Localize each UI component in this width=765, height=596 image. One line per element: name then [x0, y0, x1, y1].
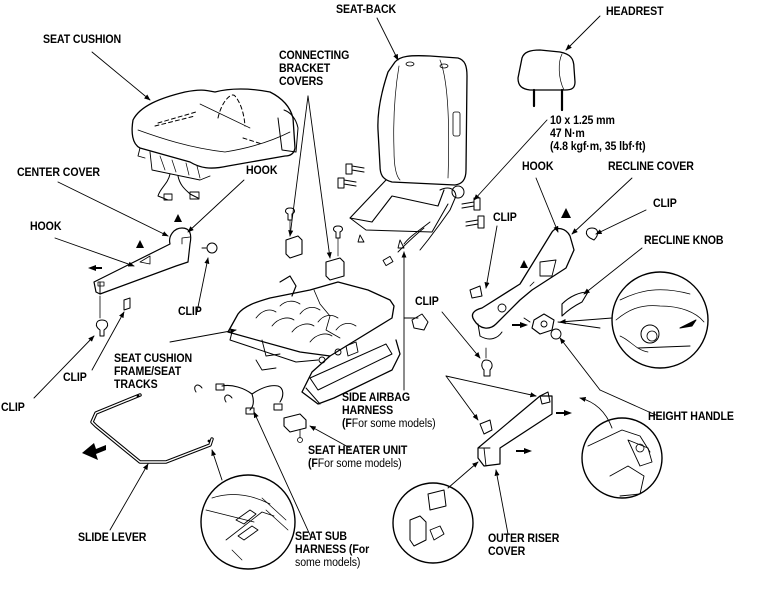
label-center-cover: CENTER COVER [17, 167, 100, 179]
detail-circle-riser-front [392, 482, 474, 564]
label-hook-center-left: HOOK [30, 221, 62, 233]
label-outer-riser-cover: OUTER RISER COVER [488, 533, 559, 559]
detail-circle-riser-rear [581, 417, 663, 499]
label-line: 47 N·m [550, 128, 585, 140]
label-line: COVERS [279, 76, 324, 88]
label-recline-knob: RECLINE KNOB [644, 235, 724, 247]
label-hook-recline: HOOK [522, 161, 554, 173]
label-note: (FFor some models) [342, 418, 436, 430]
label-clip-center-lower: CLIP [63, 372, 87, 384]
label-clip-far-left: CLIP [1, 402, 25, 414]
label-line: OUTER RISER [488, 533, 560, 545]
connecting-bracket-cover-parts [285, 235, 345, 281]
label-seat-sub-harness: SEAT SUB HARNESS (For some models) [295, 531, 369, 570]
label-clip-recline: CLIP [653, 198, 677, 210]
label-line: SEAT CUSHION [114, 353, 193, 365]
label-side-airbag-harness: SIDE AIRBAG HARNESS (FFor some models) [342, 392, 436, 431]
label-note-text: For some models) [351, 418, 436, 430]
label-line: BRACKET [279, 63, 331, 75]
label-slide-lever: SLIDE LEVER [78, 532, 147, 544]
label-clip-mid: CLIP [415, 296, 439, 308]
detail-circle-recline [611, 271, 709, 369]
center-cover-part [93, 227, 192, 295]
label-line: HARNESS [342, 405, 394, 417]
label-seat-cushion-frame: SEAT CUSHION FRAME/SEAT TRACKS [114, 353, 192, 392]
label-line: COVER [488, 546, 526, 558]
label-line: TRACKS [114, 379, 158, 391]
headrest-part [517, 49, 576, 112]
label-hook-center-right: HOOK [246, 165, 278, 177]
label-connecting-bracket-covers: CONNECTING BRACKET COVERS [279, 50, 349, 89]
clip-parts [95, 207, 599, 435]
label-bolt-spec: 10 x 1.25 mm 47 N·m (4.8 kgf·m, 35 lbf·f… [550, 115, 646, 154]
leader-lines [33, 15, 659, 536]
label-note: (FFor some models) [308, 458, 402, 470]
label-seat-cushion: SEAT CUSHION [43, 34, 122, 46]
label-line: SEAT HEATER UNIT [308, 445, 408, 457]
seat-back-part [337, 55, 485, 267]
label-line: SEAT SUB [295, 531, 347, 543]
recline-cover-part [471, 227, 575, 340]
seat-cushion-frame-part [227, 275, 401, 405]
slide-lever-part [90, 393, 214, 464]
seat-heater-unit-part [283, 413, 307, 443]
motion-arrows [82, 208, 572, 460]
label-note-text: For some models) [317, 458, 402, 470]
label-line: FRAME/SEAT [114, 366, 182, 378]
height-handle-part [523, 313, 562, 340]
seat-sub-harness-part [194, 383, 284, 415]
seat-cushion-part [131, 88, 299, 201]
outer-riser-cover-part [477, 395, 553, 467]
label-line: SIDE AIRBAG [342, 392, 410, 404]
detail-circle-slide-lever [200, 474, 296, 570]
label-seat-heater-unit: SEAT HEATER UNIT (FFor some models) [308, 445, 407, 471]
label-headrest: HEADREST [606, 6, 664, 18]
label-recline-cover: RECLINE COVER [608, 161, 694, 173]
label-clip-seatback-right: CLIP [493, 212, 517, 224]
label-line: CONNECTING [279, 50, 350, 62]
label-line: (4.8 kgf·m, 35 lbf·ft) [550, 141, 646, 153]
recline-knob-part [561, 291, 589, 317]
label-line: 10 x 1.25 mm [550, 115, 615, 127]
label-note: some models) [295, 557, 361, 569]
label-seat-back: SEAT-BACK [336, 4, 397, 16]
label-clip-center-right: CLIP [178, 306, 202, 318]
label-height-handle: HEIGHT HANDLE [648, 411, 734, 423]
label-line: HARNESS (For [295, 544, 370, 556]
